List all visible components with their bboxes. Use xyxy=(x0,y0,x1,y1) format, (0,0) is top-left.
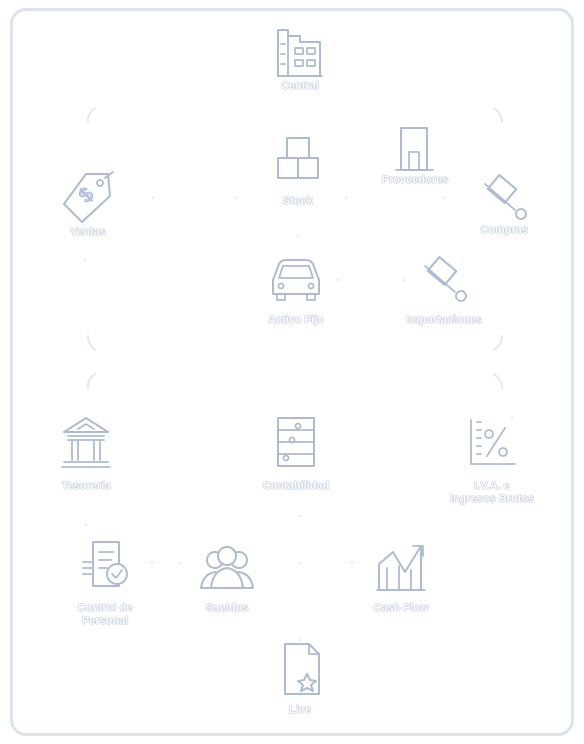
module-live[interactable]: Live xyxy=(262,640,338,717)
boxes-icon xyxy=(277,137,319,179)
price-tag-icon: $ xyxy=(63,171,114,223)
module-tesoreria[interactable]: Tesorería xyxy=(46,414,126,493)
module-label: Stock xyxy=(283,195,313,207)
module-label: Importaciones xyxy=(406,314,482,326)
diagram-frame xyxy=(10,8,574,736)
timesheet-icon xyxy=(82,541,128,587)
module-importaciones[interactable]: Importaciones xyxy=(400,250,488,327)
building-icon xyxy=(277,29,323,77)
module-label: Compras xyxy=(480,224,528,236)
module-label: Tesorería xyxy=(61,480,111,492)
module-proveedores[interactable]: Proveedores xyxy=(372,124,458,187)
box-icon xyxy=(395,127,434,171)
module-control-personal[interactable]: Control de Personal xyxy=(66,538,144,628)
module-label: I.V.A. e Ingresos Brutos xyxy=(449,480,535,505)
hand-truck-icon xyxy=(484,174,527,220)
module-label: Proveedores xyxy=(381,174,449,186)
module-label: Activo Fijo xyxy=(267,314,325,326)
module-contabilidad[interactable]: Contabilidad xyxy=(256,414,336,493)
bank-icon xyxy=(61,417,111,468)
module-label: Cash Flow xyxy=(373,602,429,614)
module-sueldos[interactable]: Sueldos xyxy=(186,538,268,615)
people-icon xyxy=(200,546,254,589)
starred-document-icon xyxy=(284,643,320,695)
module-label: Ventas xyxy=(70,226,106,238)
module-label: Central xyxy=(281,80,319,92)
module-stock[interactable]: Stock xyxy=(258,135,338,208)
module-label: Control de Personal xyxy=(77,602,133,627)
module-iva[interactable]: I.V.A. e Ingresos Brutos xyxy=(440,414,544,506)
hand-truck-icon xyxy=(424,256,467,302)
module-label: Sueldos xyxy=(205,602,249,614)
module-central[interactable]: Central xyxy=(262,26,338,93)
ledger-icon xyxy=(277,417,315,467)
module-activo-fijo[interactable]: Activo Fijo xyxy=(256,256,336,327)
module-cash-flow[interactable]: Cash Flow xyxy=(358,538,444,615)
module-label: Contabilidad xyxy=(262,480,330,492)
module-label: Live xyxy=(288,704,311,716)
trend-chart-icon xyxy=(376,545,426,591)
percent-icon xyxy=(470,419,516,465)
car-icon xyxy=(272,259,320,301)
module-ventas[interactable]: $ Ventas xyxy=(50,170,126,239)
module-compras[interactable]: Compras xyxy=(466,170,542,237)
